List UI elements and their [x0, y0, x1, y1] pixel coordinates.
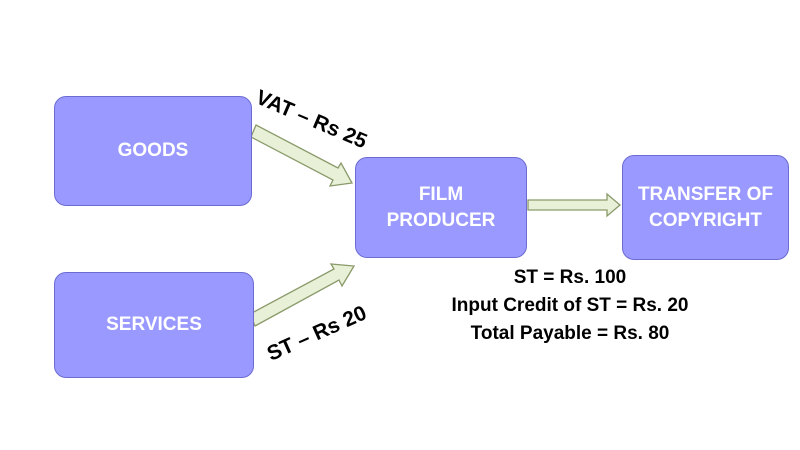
summary-total-payable-line: Total Payable = Rs. 80: [470, 323, 670, 344]
arrow-goods-to-producer: [250, 124, 354, 187]
services-label: SERVICES: [106, 314, 202, 335]
summary-input-credit-line: Input Credit of ST = Rs. 20: [451, 295, 689, 316]
summary-st-line: ST = Rs. 100: [513, 267, 627, 288]
goods-node: GOODS: [54, 96, 252, 206]
transfer-of-copyright-label: TRANSFER OF COPYRIGHT: [637, 183, 774, 231]
transfer-of-copyright-node: TRANSFER OF COPYRIGHT: [622, 155, 789, 260]
services-node: SERVICES: [54, 272, 254, 378]
arrow-producer-to-copyright: [527, 192, 622, 218]
arrow-services-to-producer: [249, 263, 356, 327]
film-producer-node: FILM PRODUCER: [355, 157, 527, 258]
tax-summary: ST = Rs. 100 Input Credit of ST = Rs. 20…: [420, 264, 720, 348]
film-producer-label: FILM PRODUCER: [386, 183, 496, 231]
goods-label: GOODS: [117, 140, 189, 161]
